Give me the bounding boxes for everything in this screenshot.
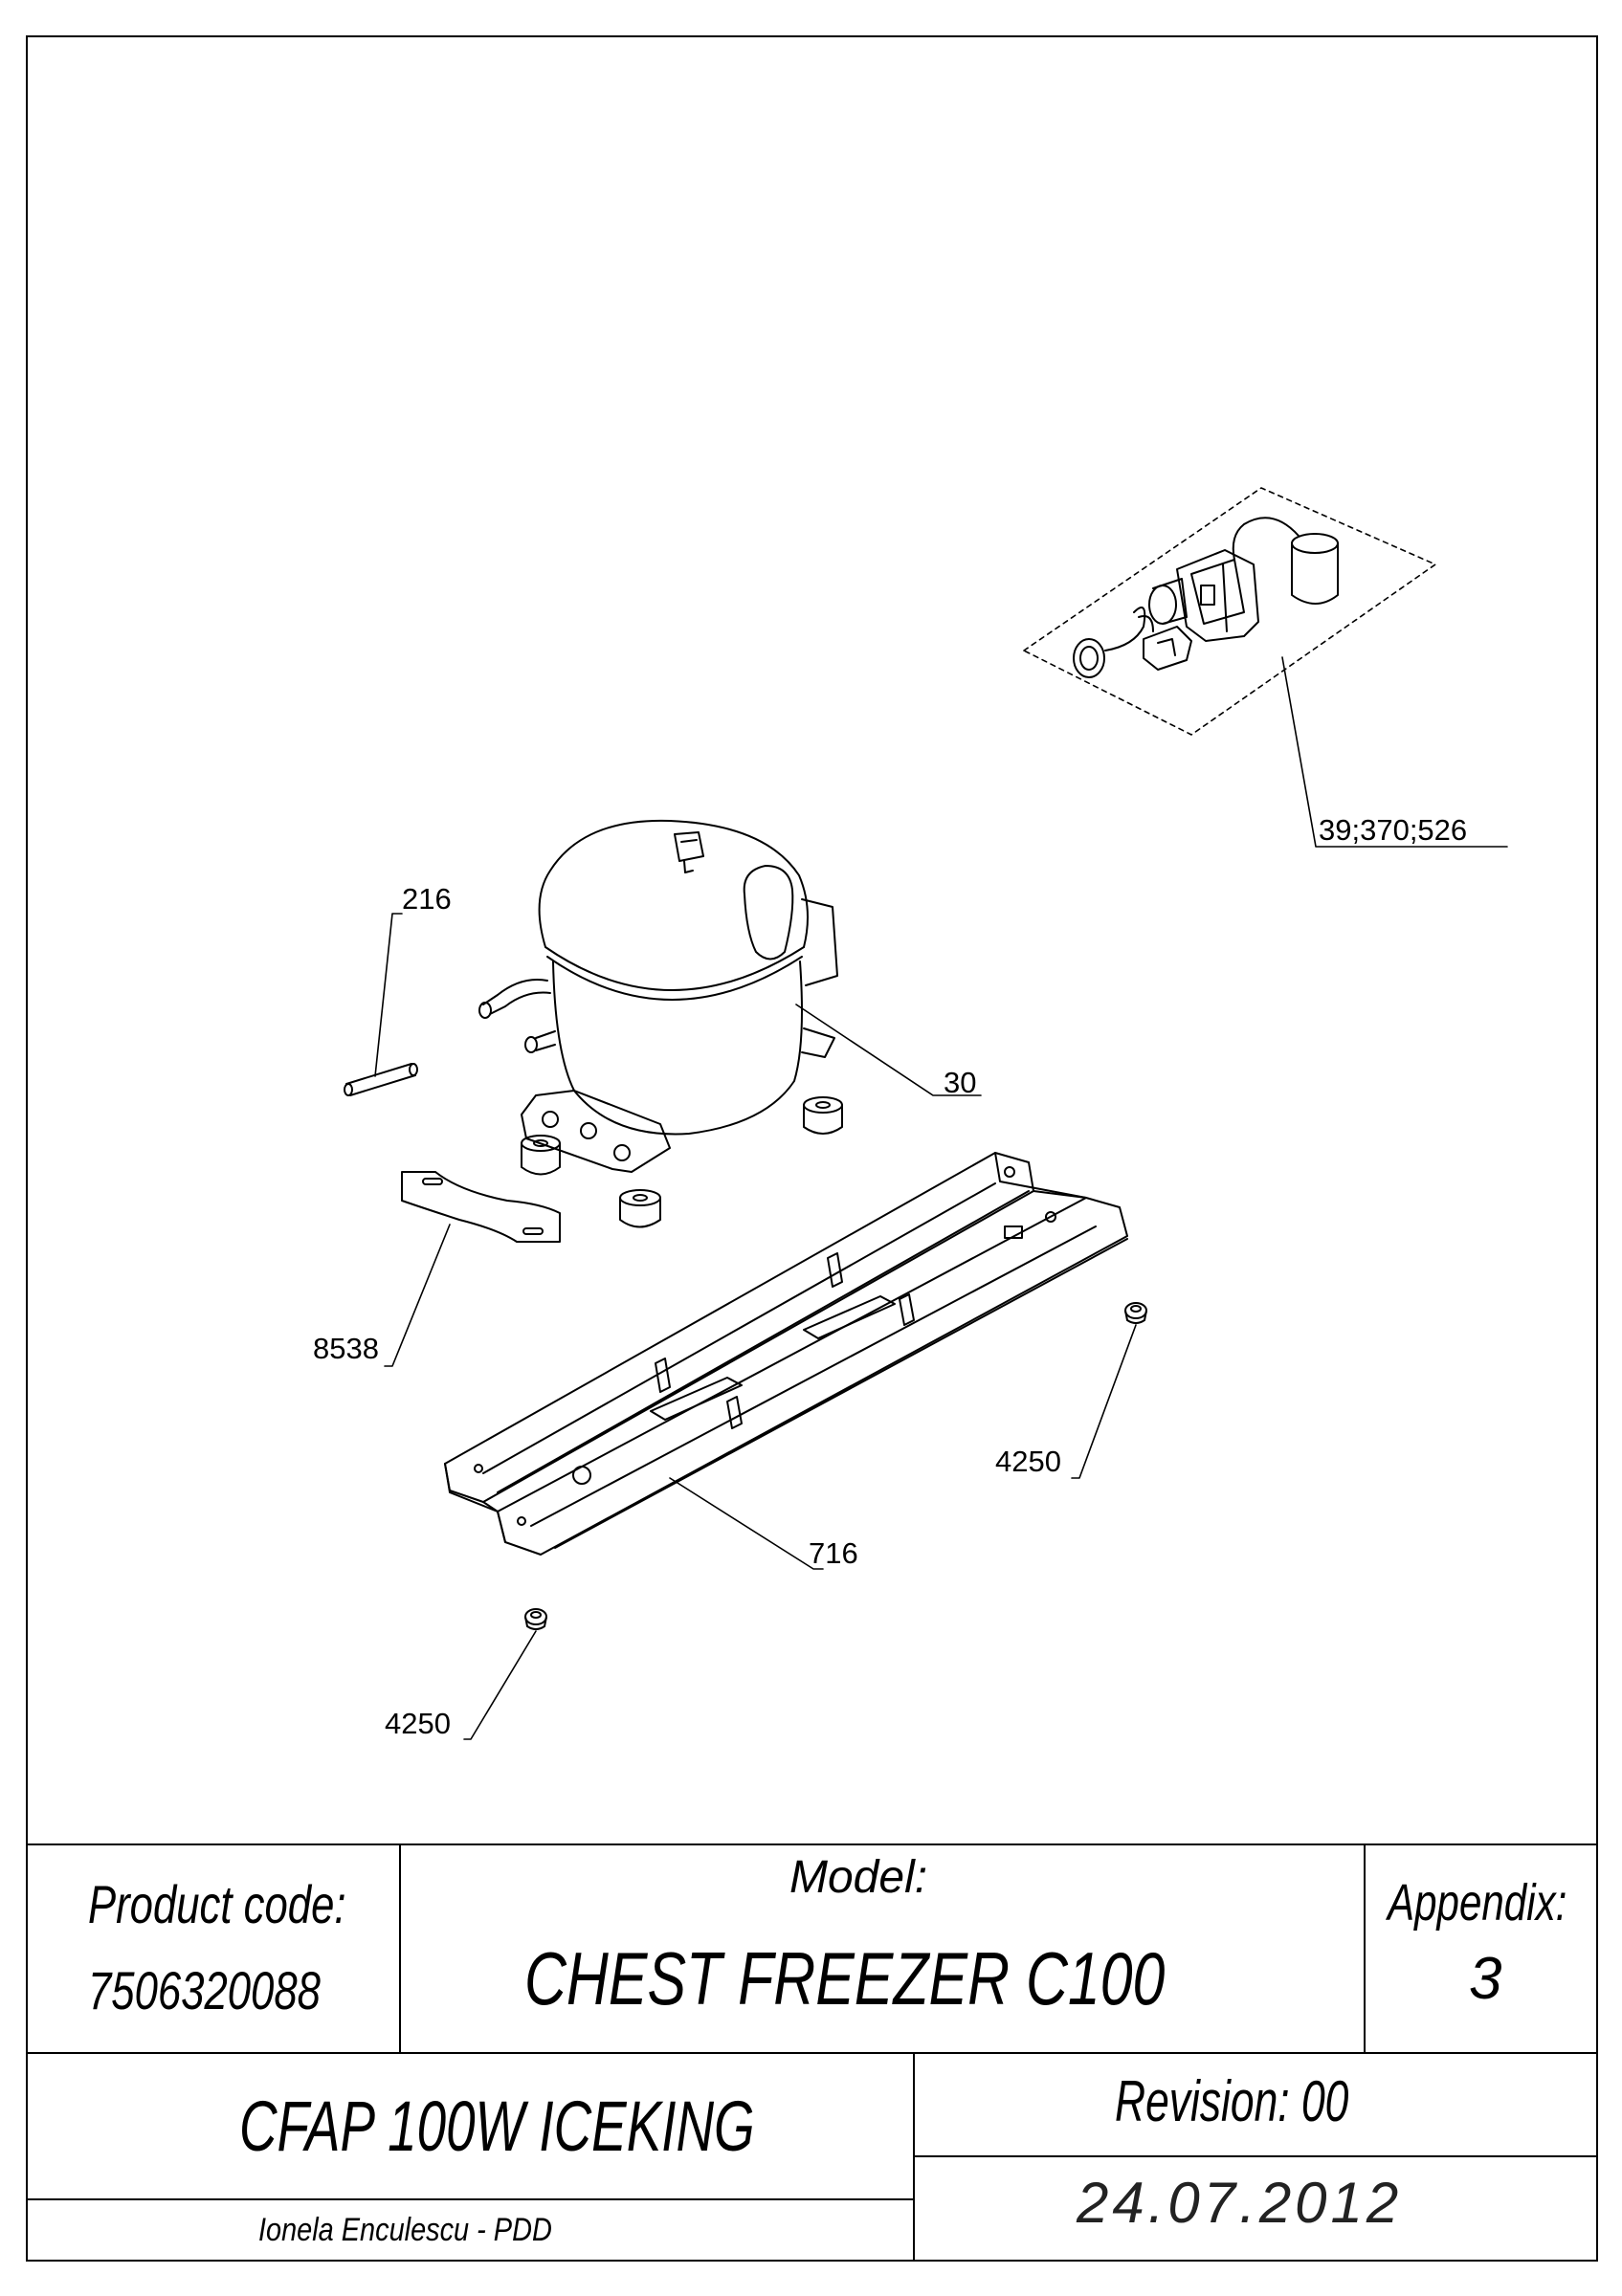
electrical-kit [1023, 487, 1508, 848]
product-code-value: 7506320088 [88, 1960, 321, 2020]
variant-name: CFAP 100W ICEKING [239, 2086, 755, 2166]
product-code-label: Product code: [88, 1874, 346, 1934]
appendix-value: 3 [1469, 1946, 1502, 2012]
compressor [478, 819, 982, 1173]
model-value: CHEST FREEZER C100 [524, 1936, 1166, 2020]
revision-date: 24.07.2012 [1077, 2171, 1403, 2235]
author-name: Ionela Enculescu - PDD [258, 2212, 552, 2248]
bracket-8538 [384, 1171, 561, 1367]
callout-39-370-526: 39;370;526 [1319, 813, 1467, 847]
callout-4250-right: 4250 [995, 1445, 1061, 1478]
revision-label: Revision: 00 [1115, 2069, 1349, 2133]
rubber-grommets [521, 1096, 843, 1228]
callout-716: 716 [809, 1536, 858, 1570]
callout-8538: 8538 [313, 1332, 379, 1365]
callout-216: 216 [402, 882, 452, 916]
model-label: Model: [789, 1852, 928, 1903]
screw-4250-bottom [463, 1608, 547, 1740]
pipe-216 [344, 913, 418, 1096]
appendix-label: Appendix: [1388, 1874, 1567, 1932]
callout-30: 30 [944, 1066, 976, 1099]
screw-4250-right [1071, 1302, 1147, 1479]
callout-4250-bottom: 4250 [385, 1707, 451, 1740]
sheet-border [26, 35, 1598, 2262]
base-rail-716 [444, 1152, 1128, 1570]
